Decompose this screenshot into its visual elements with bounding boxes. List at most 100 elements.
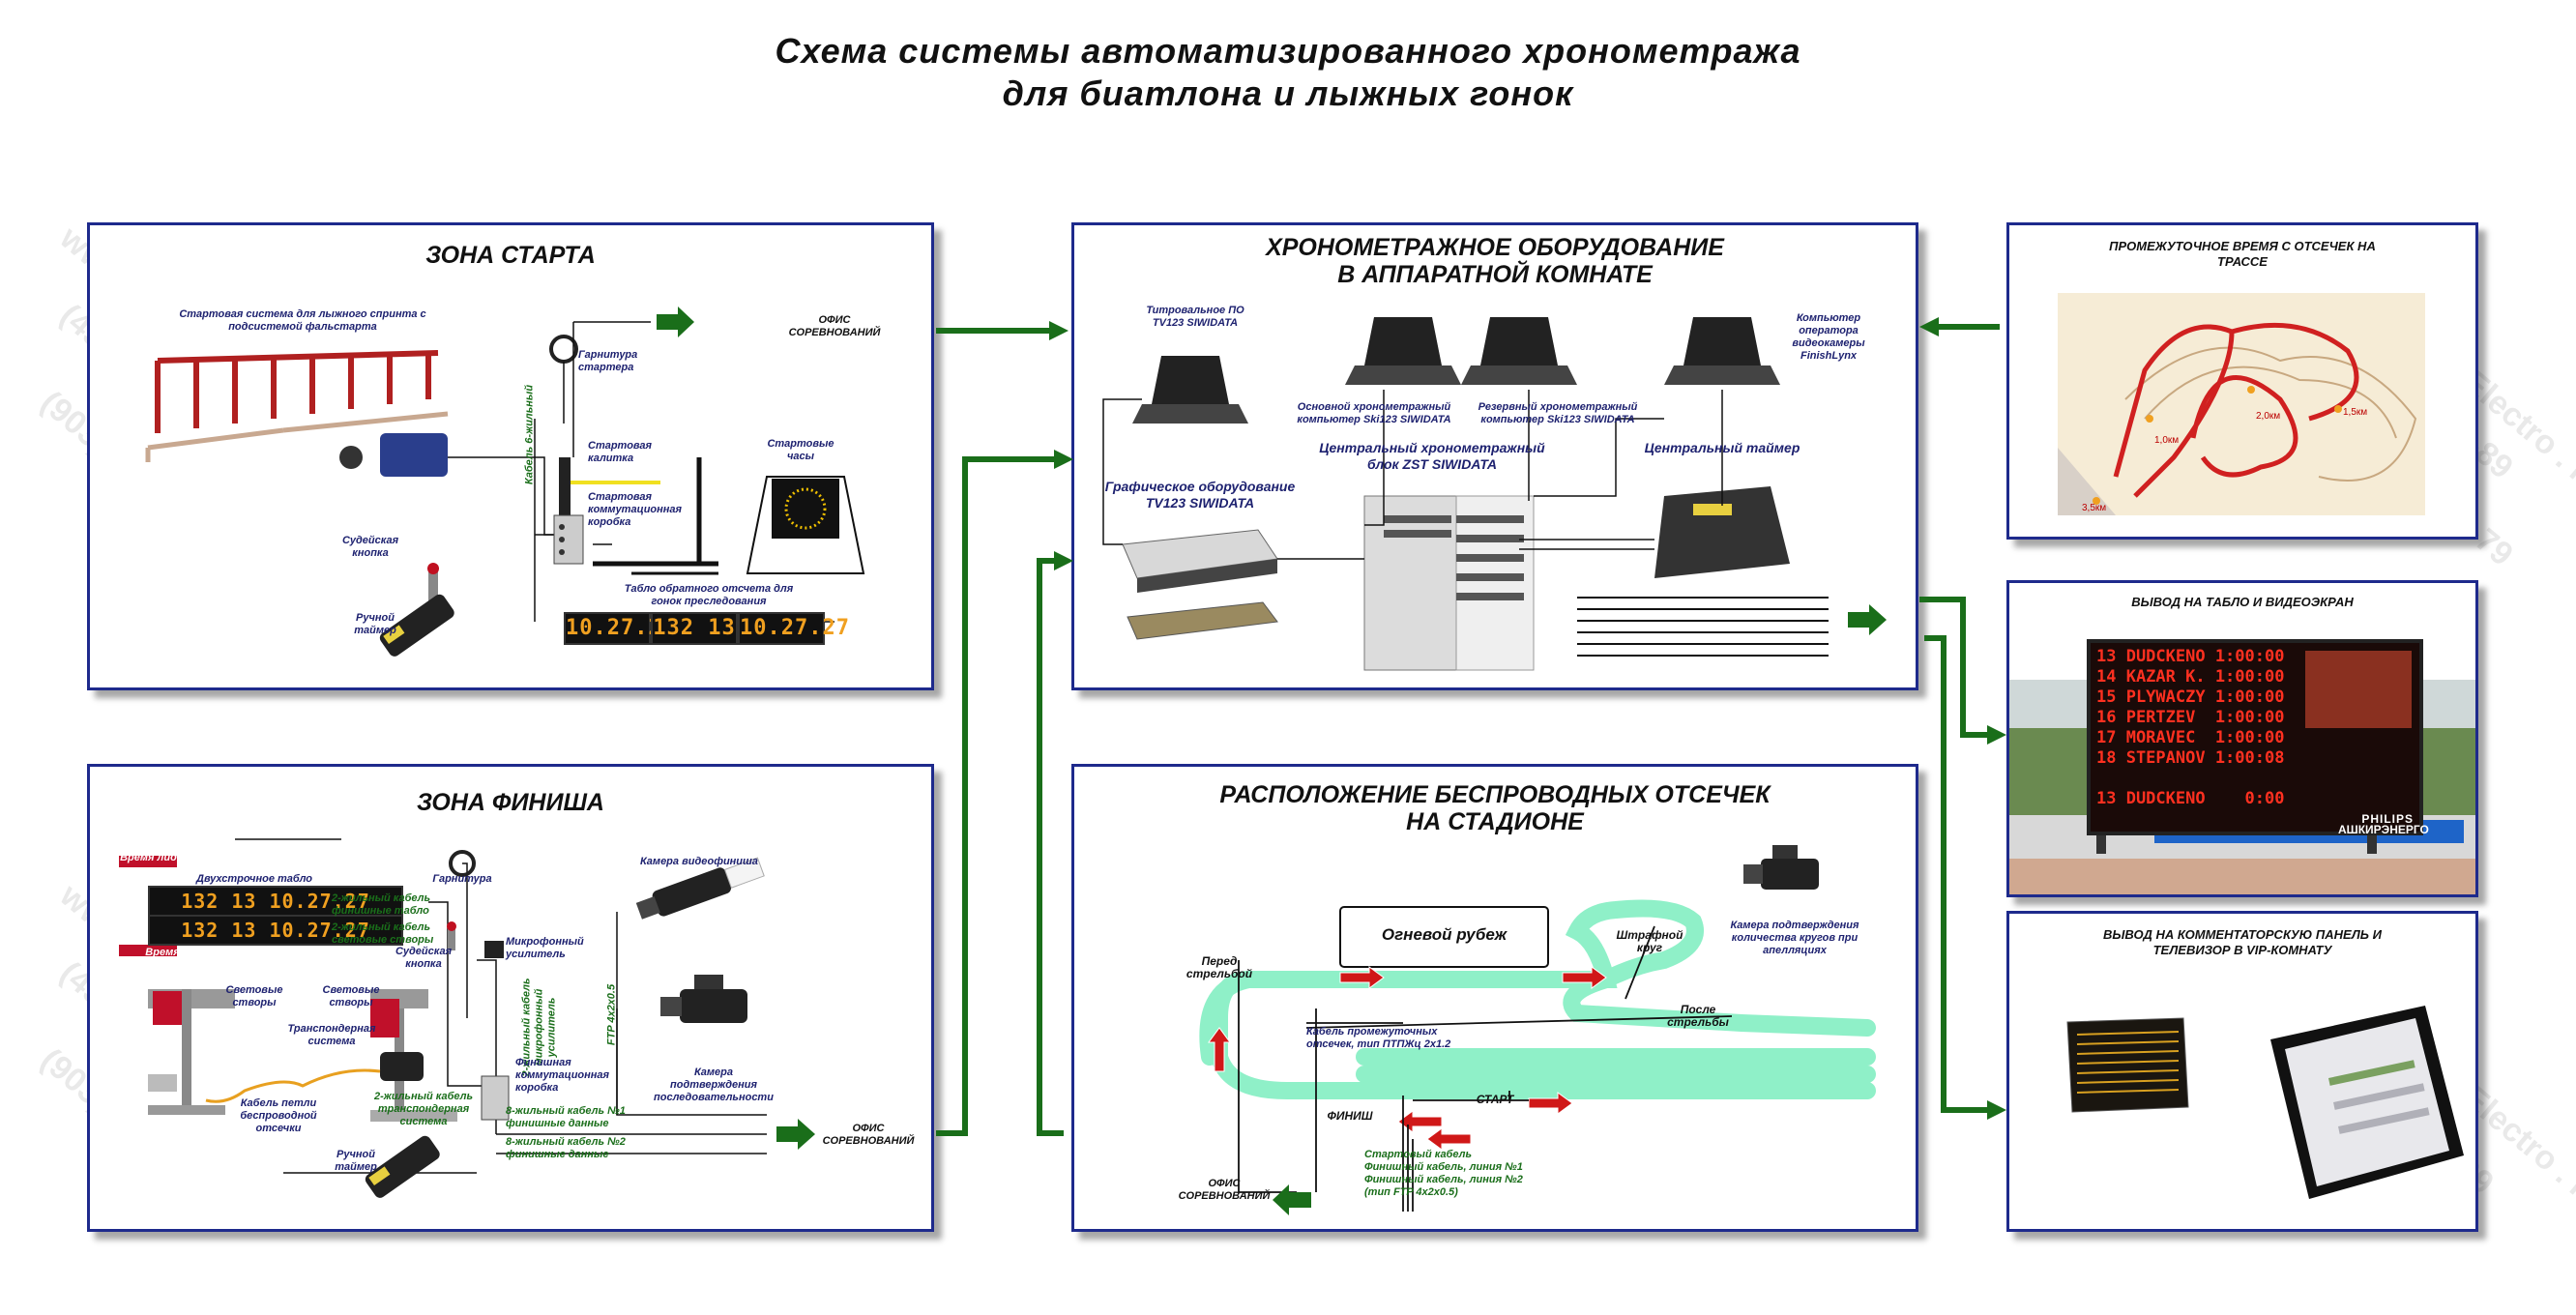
finish-label: ФИНИШ [1327,1109,1373,1123]
intermediate-panel: ПРОМЕЖУТОЧНОЕ ВРЕМЯ С ОТСЕЧЕК НА ТРАССЕ … [2006,222,2478,540]
cable-transponder-label: 2-жильный кабель транспондерная система [373,1091,474,1127]
headset-label: Гарнитура стартера [578,349,638,373]
start-office-label: ОФИС СОРЕВНОВАНИЙ [788,314,881,338]
video-finish-camera-icon [635,857,765,920]
confirm-camera-label: Камера подтверждения последовательности [654,1067,774,1103]
cable-boards-label: 2-жильный кабель финишные табло [332,892,431,917]
laptop-video-icon [1664,317,1780,385]
results-display-icon [2066,1017,2189,1113]
firing-line-label: Огневой рубеж [1381,925,1508,944]
video-inset [2305,651,2412,728]
scoreboard-row-8: 13 DUDCKENO 0:00 [2096,789,2285,808]
commentator-panel: ВЫВОД НА КОММЕНТАТОРСКУЮ ПАНЕЛЬ И ТЕЛЕВИ… [2006,911,2478,1232]
finish-led-row-2: 132 13 10.27.27 [148,915,403,946]
scoreboard-row-3: 15 PLYWACZY 1:00:00 [2096,687,2285,707]
hand-timer-icon [379,594,454,657]
light-gates-left-label: Световые створы [225,984,283,1008]
scoreboard-row-6: 18 STEPANOV 1:00:08 [2096,748,2285,768]
page-title-line1: Схема системы автоматизированного хроном… [775,31,1801,71]
finish-judge-label: Судейская кнопка [395,946,453,970]
central-timer-label: Центральный таймер [1644,440,1800,455]
map-label-2: 1,0км [2154,435,2179,446]
wireless-title-2: НА СТАДИОНЕ [1406,808,1584,835]
laptop-backup-icon [1461,317,1577,385]
finish-office-label: ОФИС СОРЕВНОВАНИЙ [822,1123,915,1147]
scoreboard-row-2: 14 KAZAR K. 1:00:00 [2096,667,2285,687]
commentator-title: ВЫВОД НА КОММЕНТАТОРСКУЮ ПАНЕЛЬ И ТЕЛЕВИ… [2103,927,2382,957]
central-unit-label: Центральный хронометражный блок ZST SIWI… [1319,440,1545,472]
countdown-led-2: 132 13 [651,612,738,645]
firing-line-box [1339,906,1549,968]
map-label-1: 2,0км [2256,411,2280,422]
finish-commutation-box [481,1075,510,1121]
transponder-box [380,1052,424,1081]
arrowhead-hardware-scoreboard [1987,725,2006,745]
judge-button-icon [428,569,438,602]
start-gate [559,457,571,525]
scoreboard-title: ВЫВОД НА ТАБЛО И ВИДЕОЭКРАН [2131,595,2354,609]
transponder-system-label: Транспондерная система [287,1023,376,1047]
loop-cable-label: Кабель петли беспроводной отсечки [240,1097,317,1134]
arrowhead-intermediate-hardware [1919,317,1939,336]
scoreboard-panel: ВЫВОД НА ТАБЛО И ВИДЕОЭКРАН 13 DUDCKENO … [2006,580,2478,897]
after-shooting-label: После стрельбы [1667,1003,1729,1029]
finish-box-label: Финишная коммутационная коробка [515,1057,610,1094]
leader-time-label: Время лидера [120,852,195,863]
backup-pc-label: Резервный хронометражный компьютер Ski12… [1478,401,1638,425]
judge-button-label: Судейская кнопка [341,535,399,559]
connector-finish-to-hardware [936,456,1054,1136]
finish-headset-label: Гарнитура [432,873,492,885]
wireless-office-arrow [1273,1184,1311,1215]
finisher-time-label: Время финишера [133,947,191,971]
finish-judge-button [448,926,455,950]
page-title-line2: для биатлона и лыжных гонок [1002,73,1574,113]
hardware-title-2: В АППАРАТНОЙ КОМНАТЕ [1337,261,1653,288]
commentator-devices [2066,1006,2464,1199]
scoreboard-row-5: 17 MORAVEC 1:00:00 [2096,728,2285,747]
hardware-room-panel: ХРОНОМЕТРАЖНОЕ ОБОРУДОВАНИЕ В АППАРАТНОЙ… [1071,222,1918,690]
cables-note-label: Стартовый кабель Финишный кабель, линия … [1364,1149,1523,1198]
confirm-camera-icon [660,975,747,1023]
start-zone-panel: ЗОНА СТАРТА [87,222,934,690]
hardware-title-1: ХРОНОМЕТРАЖНОЕ ОБОРУДОВАНИЕ [1266,234,1724,261]
sprint-control-box [380,433,448,477]
start-label: СТАРТ [1476,1093,1514,1106]
map-label-4: 3,5км [2082,503,2106,513]
cable-light-label: 2-жильный кабель световые створы [332,921,434,946]
scoreboard-row-4: 16 PERTZEV 1:00:00 [2096,708,2285,727]
video-camera-label: Камера видеофиниша [640,856,758,867]
start-clock-label: Стартовые часы [767,438,834,462]
arrowhead-wireless-hardware [1054,551,1073,570]
track-map: 2,0км 1,0км 1,5км 3,5км [2058,293,2425,515]
intermediate-title: ПРОМЕЖУТОЧНОЕ ВРЕМЯ С ОТСЕЧЕК НА ТРАССЕ [2109,239,2376,269]
penalty-loop-label: Штрафной круг [1616,928,1683,954]
finish-headset-icon [449,850,476,877]
wireless-panel: РАСПОЛОЖЕНИЕ БЕСПРОВОДНЫХ ОТСЕЧЕК НА СТА… [1071,764,1918,1232]
light-gates-right-label: Световые створы [322,984,380,1008]
gate-label: Стартовая калитка [588,440,653,464]
graphics-equipment-label: Графическое оборудование TV123 SIWIDATA [1104,479,1296,511]
sprint-start-system [145,307,865,657]
cable8-1-label: 8-жильный кабель №1 финишные данные [506,1105,626,1129]
before-shooting-label: Перед стрельбой [1186,954,1253,980]
mic-amp-box [484,941,504,958]
finish-zone-title: ЗОНА ФИНИША [416,789,604,816]
dual-board-label: Двухстрочное табло [196,873,312,885]
office-arrow-finish [776,1119,815,1150]
titling-software-label: Титровальное ПО TV123 SIWIDATA [1146,305,1244,329]
tablet-icon [2270,1006,2464,1199]
hardware-output-arrow [1848,604,1887,635]
wireless-office-label: ОФИС СОРЕВНОВАНИЙ [1178,1178,1271,1202]
finish-hand-timer-icon [365,1135,440,1198]
cable8-2-label: 8-жильный кабель №2 финишные данные [506,1136,626,1160]
central-timer-icon [1654,486,1790,578]
countdown-board-label: Табло обратного отсчета для гонок пресле… [624,583,794,607]
graphics-server-icon [1122,529,1278,640]
start-zone-title: ЗОНА СТАРТА [425,242,596,269]
stadium-banner: АШКИРЭНЕРГО [2338,823,2429,836]
scoreboard-row-1: 13 DUDCKENO 1:00:00 [2096,647,2285,666]
video-operator-pc-label: Компьютер оператора видеокамеры FinishLy… [1792,312,1865,362]
finish-led-row-1: 132 13 10.27.27 [148,886,403,917]
sprint-system-label: Стартовая система для лыжного спринта с … [179,308,426,333]
